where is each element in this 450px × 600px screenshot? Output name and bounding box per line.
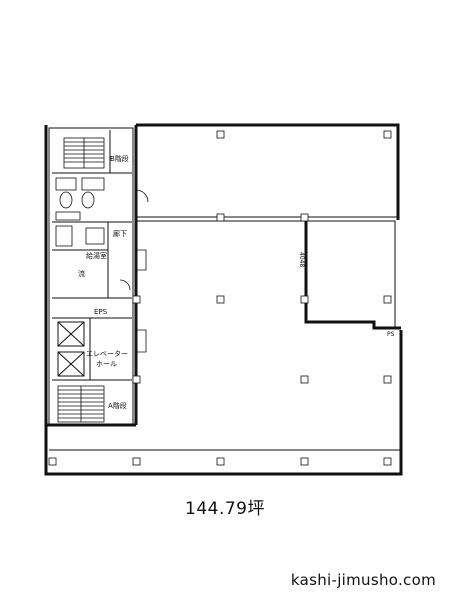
label-supply-room: 給湯室	[86, 251, 107, 260]
label-hallway: 廊下	[113, 229, 127, 238]
label-stairs-a: A階段	[108, 401, 127, 410]
label-vertical-note: 4048	[298, 252, 305, 267]
label-eps: EPS	[94, 308, 108, 316]
label-stairs-b: B階段	[110, 154, 129, 163]
columns	[48, 130, 392, 466]
stairs-b	[63, 137, 105, 169]
inner-walls	[48, 127, 401, 451]
elevator-1	[57, 321, 85, 347]
label-duct: PS	[387, 331, 395, 338]
label-elevator-hall-1: エレベーター	[86, 349, 128, 358]
restroom-fixtures	[55, 177, 105, 247]
website-label: kashi-jimusho.com	[290, 571, 436, 589]
outer-walls	[44, 123, 403, 476]
floor-area-label: 144.79坪	[185, 499, 265, 519]
stairs-a	[57, 385, 105, 423]
label-elevator-hall-2: ホール	[96, 360, 117, 368]
label-sink: 流	[78, 269, 85, 278]
elevator-2	[57, 351, 85, 377]
doors	[119, 189, 149, 353]
